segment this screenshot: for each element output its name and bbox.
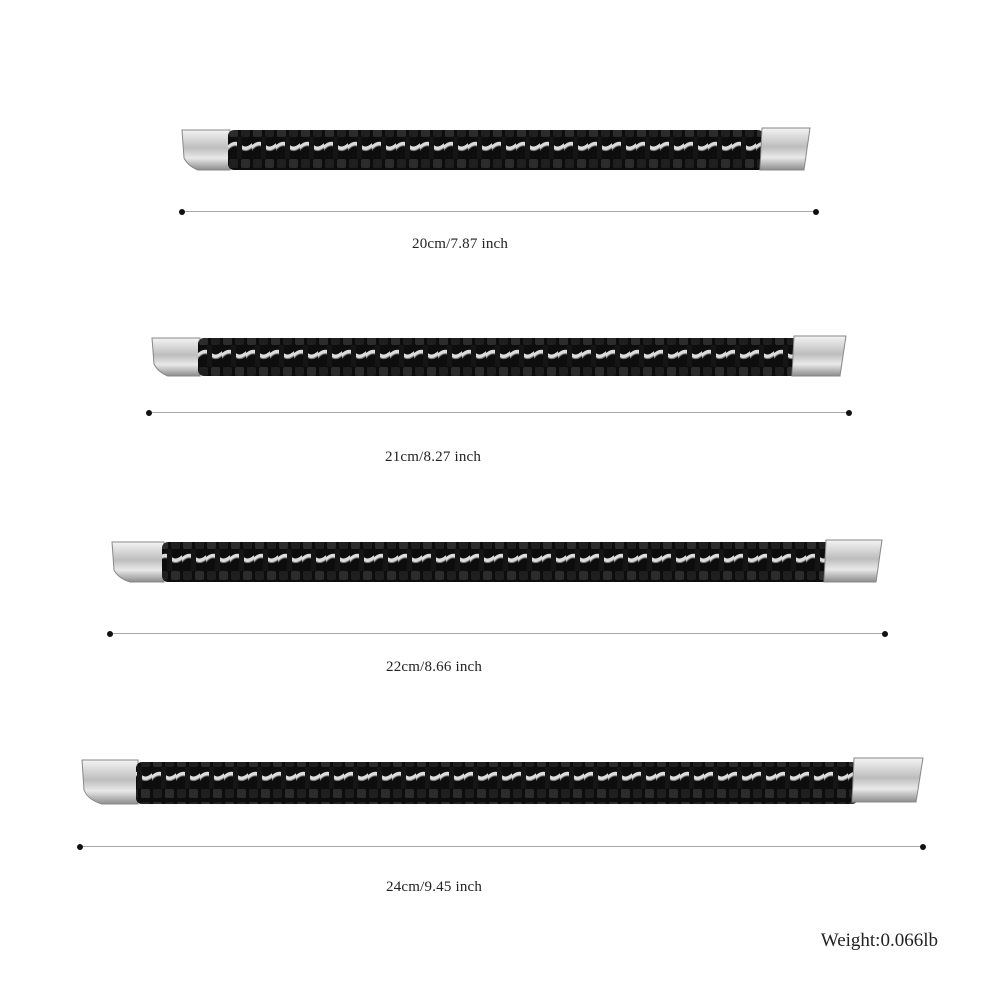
bracelet-20cm-image [180, 126, 812, 174]
size-label-22cm: 22cm/8.66 inch [386, 659, 483, 675]
length-rule-22cm [107, 630, 888, 637]
bracelet-21cm-image [150, 334, 848, 380]
length-rule-21cm [146, 409, 852, 416]
bracelet-22cm-image [110, 538, 884, 586]
size-label-24cm: 24cm/9.45 inch [386, 879, 483, 895]
size-label-20cm: 20cm/7.87 inch [412, 236, 509, 252]
weight-label: Weight:0.066lb [820, 930, 938, 951]
length-rule-20cm [179, 208, 819, 215]
length-rule-24cm [77, 843, 926, 850]
bracelet-24cm-image [80, 756, 925, 808]
size-label-21cm: 21cm/8.27 inch [385, 449, 482, 465]
